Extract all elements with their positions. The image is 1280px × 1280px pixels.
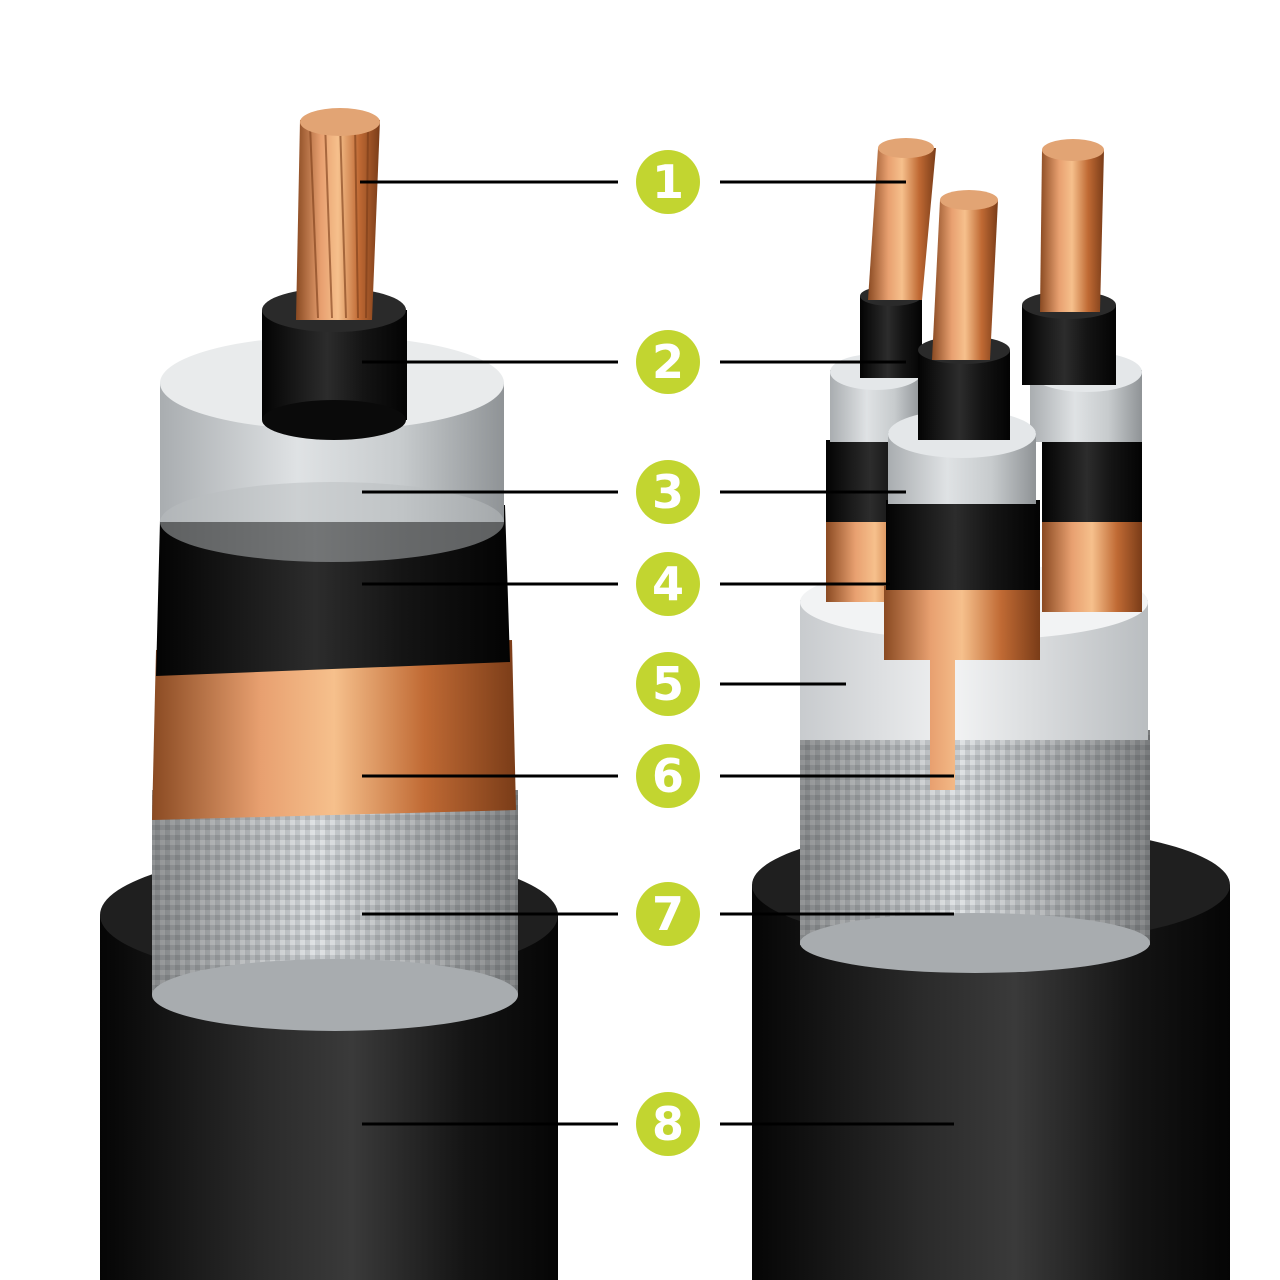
layer-badge-6 bbox=[636, 744, 700, 808]
layer-badge-2 bbox=[636, 330, 700, 394]
single-core-cable bbox=[100, 108, 558, 1280]
layer-badge-3 bbox=[636, 460, 700, 524]
core-back-right bbox=[1022, 139, 1142, 612]
layer-badge-7 bbox=[636, 882, 700, 946]
layer-number-3: 3 bbox=[652, 465, 684, 519]
layer-number-6: 6 bbox=[652, 749, 684, 803]
layer-badge-4 bbox=[636, 552, 700, 616]
core-front bbox=[884, 190, 1040, 790]
layer-badge-8 bbox=[636, 1092, 700, 1156]
layer-number-8: 8 bbox=[652, 1097, 684, 1151]
layer-number-5: 5 bbox=[652, 657, 684, 711]
layer-number-7: 7 bbox=[652, 887, 684, 941]
layer-number-4: 4 bbox=[652, 557, 684, 611]
three-core-cable bbox=[752, 138, 1230, 1280]
layer-number-2: 2 bbox=[652, 335, 684, 389]
layer-badge-5 bbox=[636, 652, 700, 716]
layer-badge-1 bbox=[636, 150, 700, 214]
layer-number-1: 1 bbox=[652, 155, 684, 209]
layer-callouts: 1 2 3 4 5 6 7 8 bbox=[360, 150, 954, 1156]
